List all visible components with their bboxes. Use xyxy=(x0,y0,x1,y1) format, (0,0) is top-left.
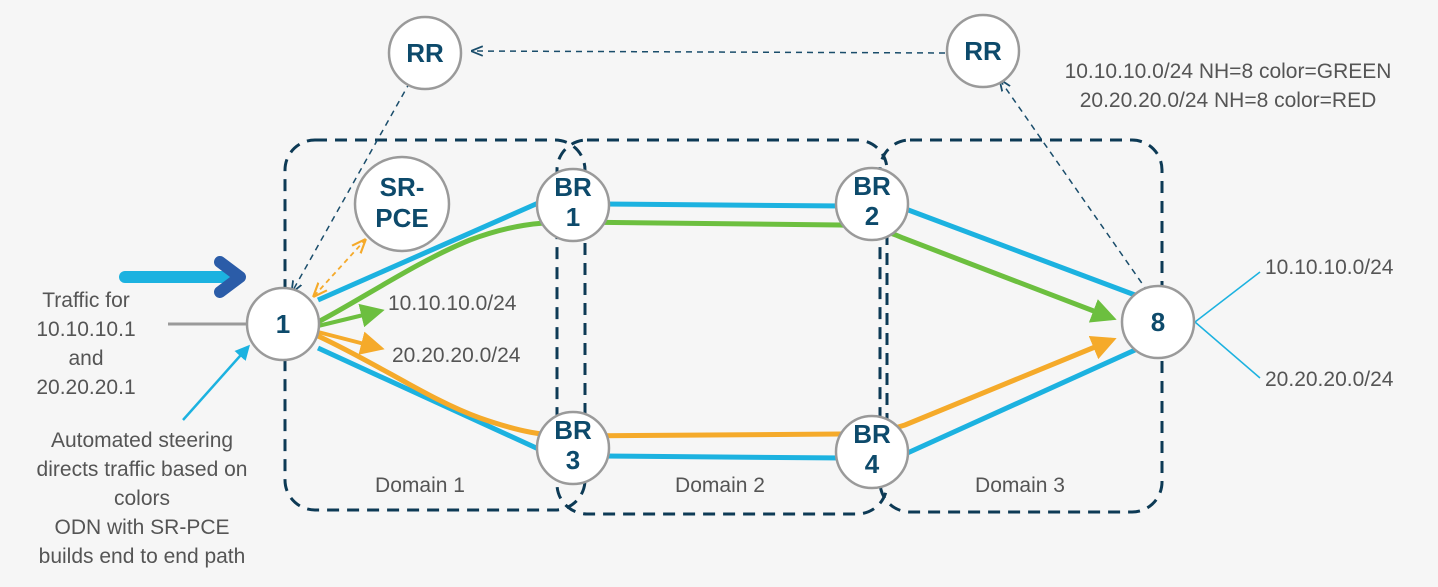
node-br1: BR 1 xyxy=(535,167,611,243)
incoming-traffic-arrow xyxy=(119,256,246,298)
green-prefix-arrow xyxy=(317,303,385,328)
svg-text:RR: RR xyxy=(964,36,1002,66)
svg-text:20.20.20.1: 20.20.20.1 xyxy=(36,376,135,399)
domain-2-label: Domain 2 xyxy=(675,474,765,497)
sr-pce-node: SR- PCE xyxy=(353,155,451,253)
domain-3-label: Domain 3 xyxy=(975,474,1065,497)
rr-left-node: RR xyxy=(387,15,463,91)
svg-text:Traffic for: Traffic for xyxy=(42,289,130,312)
dest-prefix-bottom: 20.20.20.0/24 xyxy=(1265,368,1394,391)
svg-text:PCE: PCE xyxy=(375,203,428,233)
svg-text:10.10.10.1: 10.10.10.1 xyxy=(36,318,135,341)
svg-text:BR: BR xyxy=(853,171,891,201)
pce-node1-arrow xyxy=(314,240,365,296)
svg-text:4: 4 xyxy=(865,449,880,479)
node-8: 8 xyxy=(1120,284,1196,360)
orange-prefix-label: 20.20.20.0/24 xyxy=(392,344,521,367)
traffic-label: Traffic for 10.10.10.1 and 20.20.20.1 xyxy=(36,289,135,399)
dest-line-top xyxy=(1194,271,1261,323)
node-br2: BR 2 xyxy=(834,166,910,242)
svg-text:and: and xyxy=(68,347,103,370)
svg-text:ODN with SR-PCE: ODN with SR-PCE xyxy=(54,516,229,539)
svg-text:SR-: SR- xyxy=(380,172,425,202)
node-br3: BR 3 xyxy=(535,410,611,486)
svg-text:3: 3 xyxy=(566,445,580,475)
svg-text:BR: BR xyxy=(554,415,592,445)
steering-note: Automated steering directs traffic based… xyxy=(37,429,248,568)
svg-text:Automated steering: Automated steering xyxy=(51,429,233,452)
svg-text:2: 2 xyxy=(865,201,879,231)
svg-text:BR: BR xyxy=(554,172,592,202)
node-br4: BR 4 xyxy=(834,414,910,490)
rr-right-node: RR xyxy=(945,13,1021,89)
rr-advert-line1: 10.10.10.0/24 NH=8 color=GREEN xyxy=(1065,60,1392,83)
rr-to-rr-arrow xyxy=(472,51,946,53)
domain-3-box xyxy=(878,138,1164,514)
svg-text:BR: BR xyxy=(853,419,891,449)
node-1: 1 xyxy=(245,286,321,362)
dest-prefix-top: 10.10.10.0/24 xyxy=(1265,256,1394,279)
svg-text:directs traffic based on: directs traffic based on xyxy=(37,458,248,481)
domain-1-label: Domain 1 xyxy=(375,474,465,497)
svg-text:RR: RR xyxy=(406,38,444,68)
steering-note-arrow xyxy=(182,344,250,421)
green-prefix-label: 10.10.10.0/24 xyxy=(388,292,517,315)
rr-advert-line2: 20.20.20.0/24 NH=8 color=RED xyxy=(1080,89,1377,112)
dest-line-bottom xyxy=(1194,321,1261,379)
blue-links xyxy=(316,197,1137,461)
svg-text:8: 8 xyxy=(1151,307,1165,337)
orange-prefix-arrow xyxy=(317,330,385,355)
svg-text:1: 1 xyxy=(566,202,580,232)
svg-text:1: 1 xyxy=(276,309,290,339)
svg-text:colors: colors xyxy=(114,487,170,510)
svg-text:builds end to end path: builds end to end path xyxy=(39,545,246,568)
